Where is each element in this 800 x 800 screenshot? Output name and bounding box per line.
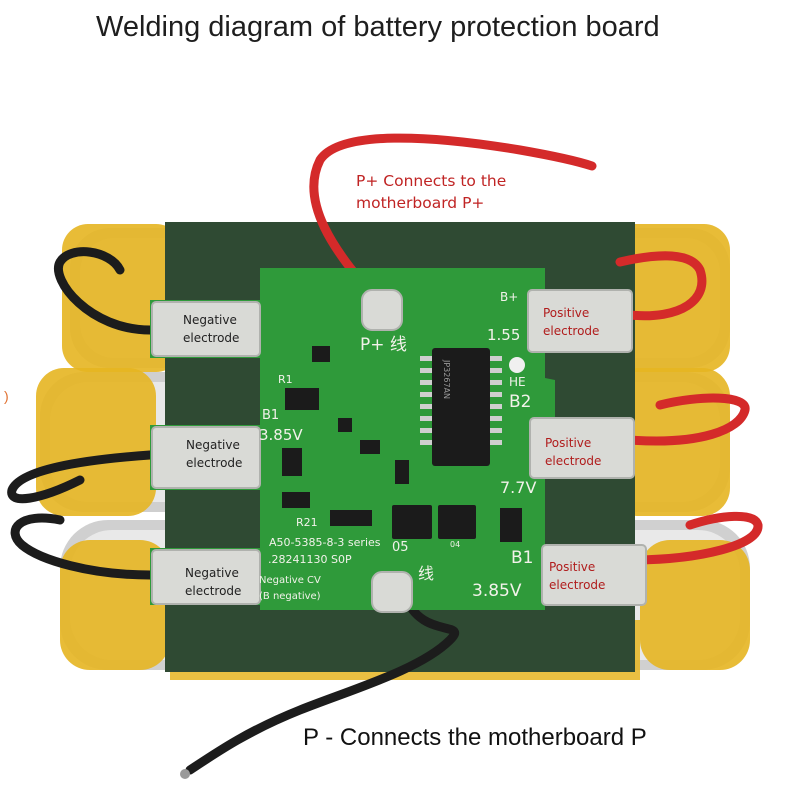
positive-electrode-label-3: Positive electrode (549, 560, 606, 592)
p-plus-callout: P+ Connects to the motherboard P+ (356, 172, 507, 212)
negative-electrode-label-1: Negative electrode (183, 313, 240, 345)
solder-p-plus (361, 289, 403, 331)
silk-he: HE (509, 375, 526, 389)
pad-pos-3 (541, 544, 647, 606)
mosfet (438, 505, 476, 539)
pad-neg-3 (151, 549, 261, 605)
silk-negative-cv: Negative CV (259, 575, 321, 586)
silk-05: 05 (392, 540, 409, 555)
solder-p-minus (371, 571, 413, 613)
chip-marking: JP3267AN (442, 360, 451, 399)
negative-electrode-label-3: Negative electrode (185, 566, 242, 598)
diagram-title: Welding diagram of battery protection bo… (96, 11, 660, 43)
silk-model: A50-5385-8-3 series (269, 536, 381, 549)
pad-pos-2 (529, 417, 635, 479)
positive-wires (309, 133, 763, 565)
pad-neg-1 (151, 301, 261, 357)
silk-b2: B2 (509, 392, 532, 412)
silk-b-negative: (B negative) (259, 591, 321, 602)
ic-chip (432, 348, 490, 466)
mosfet (392, 505, 432, 539)
positive-electrode-label-2: Positive electrode (545, 436, 602, 468)
silk-p-plus-line: P+ 线 (360, 335, 407, 355)
protection-board (150, 268, 647, 613)
corner-mark: ) (4, 388, 9, 404)
silk-r21: R21 (296, 516, 318, 529)
pad-pos-1 (527, 289, 633, 353)
negative-electrode-label-2: Negative electrode (186, 438, 243, 470)
silk-3-85v-right: 3.85V (472, 581, 522, 601)
p-minus-callout: P - Connects the motherboard P (303, 724, 647, 751)
silk-b-plus: B+ (500, 290, 519, 304)
silk-b1-right: B1 (511, 548, 534, 568)
silk-1-55: 1.55 (487, 326, 521, 344)
pad-neg-2 (151, 426, 261, 489)
silk-3-85v-left: 3.85V (259, 426, 303, 444)
wire-tip (180, 769, 190, 779)
negative-wires (7, 247, 155, 580)
silk-04: 04 (450, 540, 461, 549)
silk-b1-left: B1 (262, 408, 280, 423)
positive-electrode-label-1: Positive electrode (543, 306, 600, 338)
silk-lot: .28241130 S0P (268, 553, 352, 566)
p-minus-wire (185, 590, 460, 775)
silk-xian: 线 (418, 564, 435, 583)
mount-hole (509, 357, 525, 373)
silk-r1: R1 (278, 373, 293, 386)
silk-7-7v: 7.7V (500, 478, 537, 497)
